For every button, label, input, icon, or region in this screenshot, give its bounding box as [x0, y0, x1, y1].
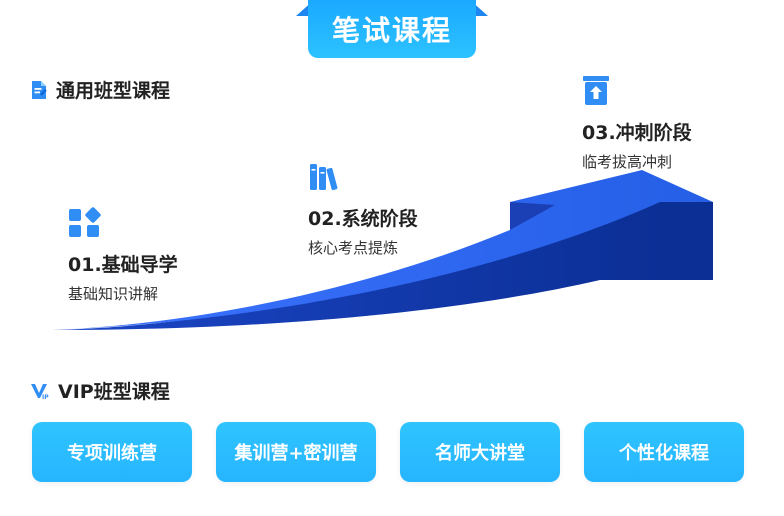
vip-course-buttons: 专项训练营 集训营+密训营 名师大讲堂 个性化课程 — [32, 422, 744, 482]
general-section-header: 通用班型课程 — [30, 76, 170, 103]
general-section-title: 通用班型课程 — [56, 80, 171, 102]
intensive-camp-button[interactable]: 集训营+密训营 — [216, 422, 376, 482]
personalized-course-button[interactable]: 个性化课程 — [584, 422, 744, 482]
stage-title: 02.系统阶段 — [308, 208, 418, 230]
vip-logo-icon: IP — [30, 381, 50, 401]
vip-section-header: IP VIP班型课程 — [30, 377, 170, 404]
special-training-button[interactable]: 专项训练营 — [32, 422, 192, 482]
svg-text:IP: IP — [42, 394, 49, 401]
banner: 笔试课程 — [296, 0, 488, 58]
grid-blocks-icon — [68, 206, 178, 240]
stage-title: 03.冲刺阶段 — [582, 122, 692, 144]
stage-subtitle: 临考拔高冲刺 — [582, 153, 673, 171]
famous-teacher-button[interactable]: 名师大讲堂 — [400, 422, 560, 482]
stage-system: 02.系统阶段 核心考点提炼 — [308, 160, 418, 258]
vip-section-title: VIP班型课程 — [58, 381, 170, 403]
stage-sprint: 03.冲刺阶段 临考拔高冲刺 — [582, 74, 692, 172]
document-icon — [30, 80, 48, 100]
upload-tray-icon — [582, 74, 692, 108]
stage-subtitle: 核心考点提炼 — [308, 239, 399, 257]
stage-basic: 01.基础导学 基础知识讲解 — [68, 206, 178, 304]
stage-title: 01.基础导学 — [68, 254, 178, 276]
stage-subtitle: 基础知识讲解 — [68, 285, 159, 303]
banner-title: 笔试课程 — [308, 0, 476, 58]
books-icon — [308, 160, 418, 194]
